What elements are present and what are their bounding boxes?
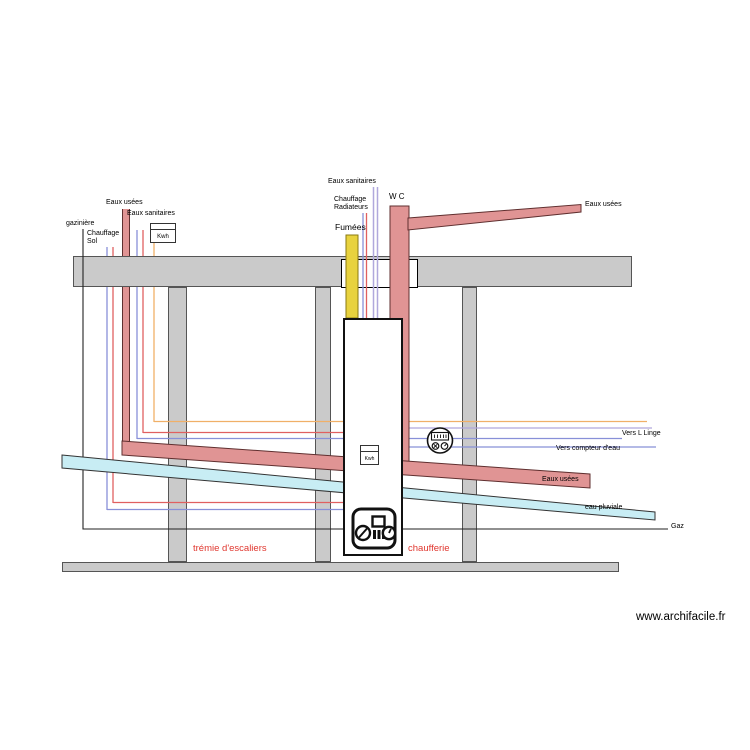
label-wc: W C <box>389 192 405 201</box>
label-eaux-sanitaires-top: Eaux sanitaires <box>328 178 376 185</box>
label-eau-pluviale: eau pluviale <box>585 504 623 511</box>
label-eaux-usees-left: Eaux usées <box>106 199 143 206</box>
flue-pipe <box>345 234 359 319</box>
watermark: www.archifacile.fr <box>636 611 726 623</box>
label-gaz: Gaz <box>671 523 684 530</box>
gas-line <box>82 229 668 530</box>
label-gaziniere: gazinière <box>66 220 95 227</box>
floor-slab-bottom <box>62 562 619 572</box>
label-chauffage-sol: Chauffage Sol <box>87 230 120 245</box>
meter-display-icon <box>430 431 450 441</box>
eaux-usees-riser <box>122 209 130 455</box>
meter-divider <box>151 229 175 230</box>
label-fumees: Fumées <box>335 222 366 232</box>
display-icon <box>371 515 386 528</box>
boiler-kwh-label: Kwh <box>364 456 375 462</box>
label-vers-compteur: Vers compteur d'eau <box>556 445 620 452</box>
meter-divider <box>361 451 378 452</box>
label-tremie-escaliers: trémie d'escaliers <box>193 543 267 554</box>
label-eaux-sanitaires-left: Eaux sanitaires <box>127 210 175 217</box>
column-middle <box>315 287 331 562</box>
label-chauffage-radiateurs: Chauffage Radiateurs <box>334 196 368 211</box>
water-meter-icon <box>426 427 454 454</box>
label-chaufferie: chaufferie <box>408 543 450 554</box>
boiler-appliance-icon <box>351 507 397 550</box>
kwh-label: Kwh <box>157 234 169 240</box>
column-left <box>168 287 187 562</box>
kwh-meter: Kwh <box>150 223 176 243</box>
boiler-kwh-meter: Kwh <box>360 445 379 465</box>
label-vers-l-linge: Vers L Linge <box>622 430 661 437</box>
label-eaux-usees-pipe: Eaux usées <box>542 476 579 483</box>
column-right <box>462 287 477 562</box>
eaux-usees-upper-branch <box>407 203 582 231</box>
label-eaux-usees-top-right: Eaux usées <box>585 201 622 208</box>
